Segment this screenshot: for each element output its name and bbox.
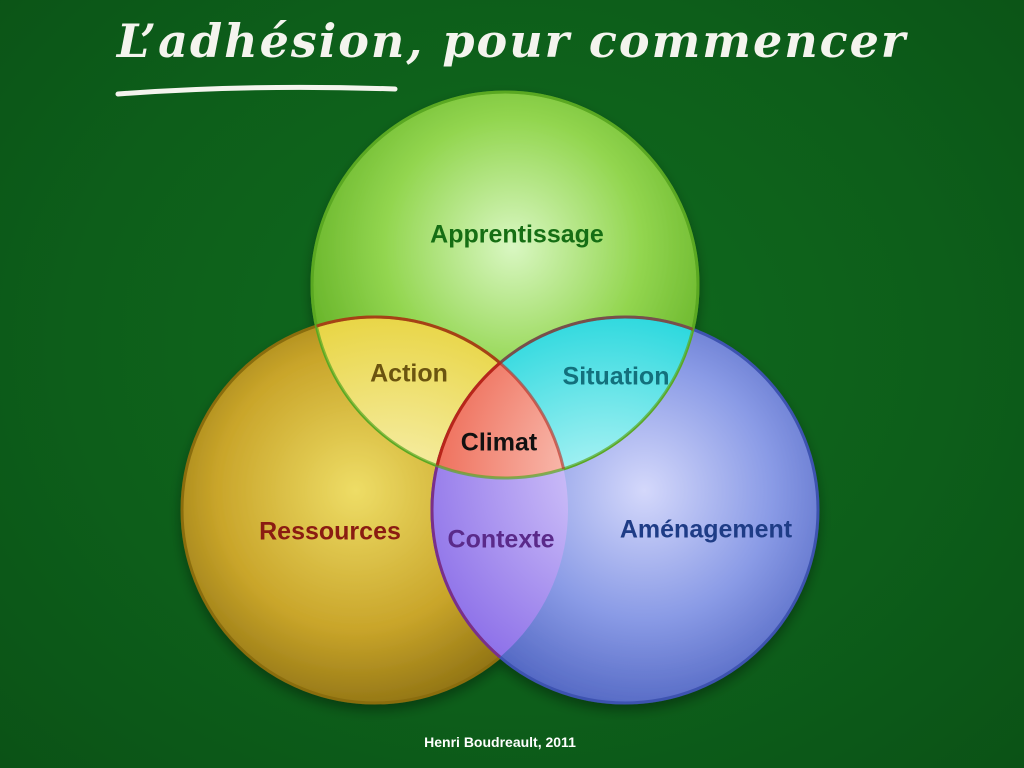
- label-action: Action: [370, 360, 448, 388]
- credit-text: Henri Boudreault, 2011: [424, 734, 576, 750]
- label-situation: Situation: [563, 363, 670, 391]
- label-apprentissage: Apprentissage: [430, 221, 604, 249]
- label-amenagement: Aménagement: [620, 516, 793, 544]
- label-contexte: Contexte: [448, 526, 555, 554]
- label-climat: Climat: [461, 429, 538, 457]
- label-ressources: Ressources: [259, 518, 401, 546]
- region-climat: [430, 317, 568, 478]
- title-underline: [115, 84, 398, 97]
- slide-title: L’adhésion, pour commencer: [116, 14, 908, 68]
